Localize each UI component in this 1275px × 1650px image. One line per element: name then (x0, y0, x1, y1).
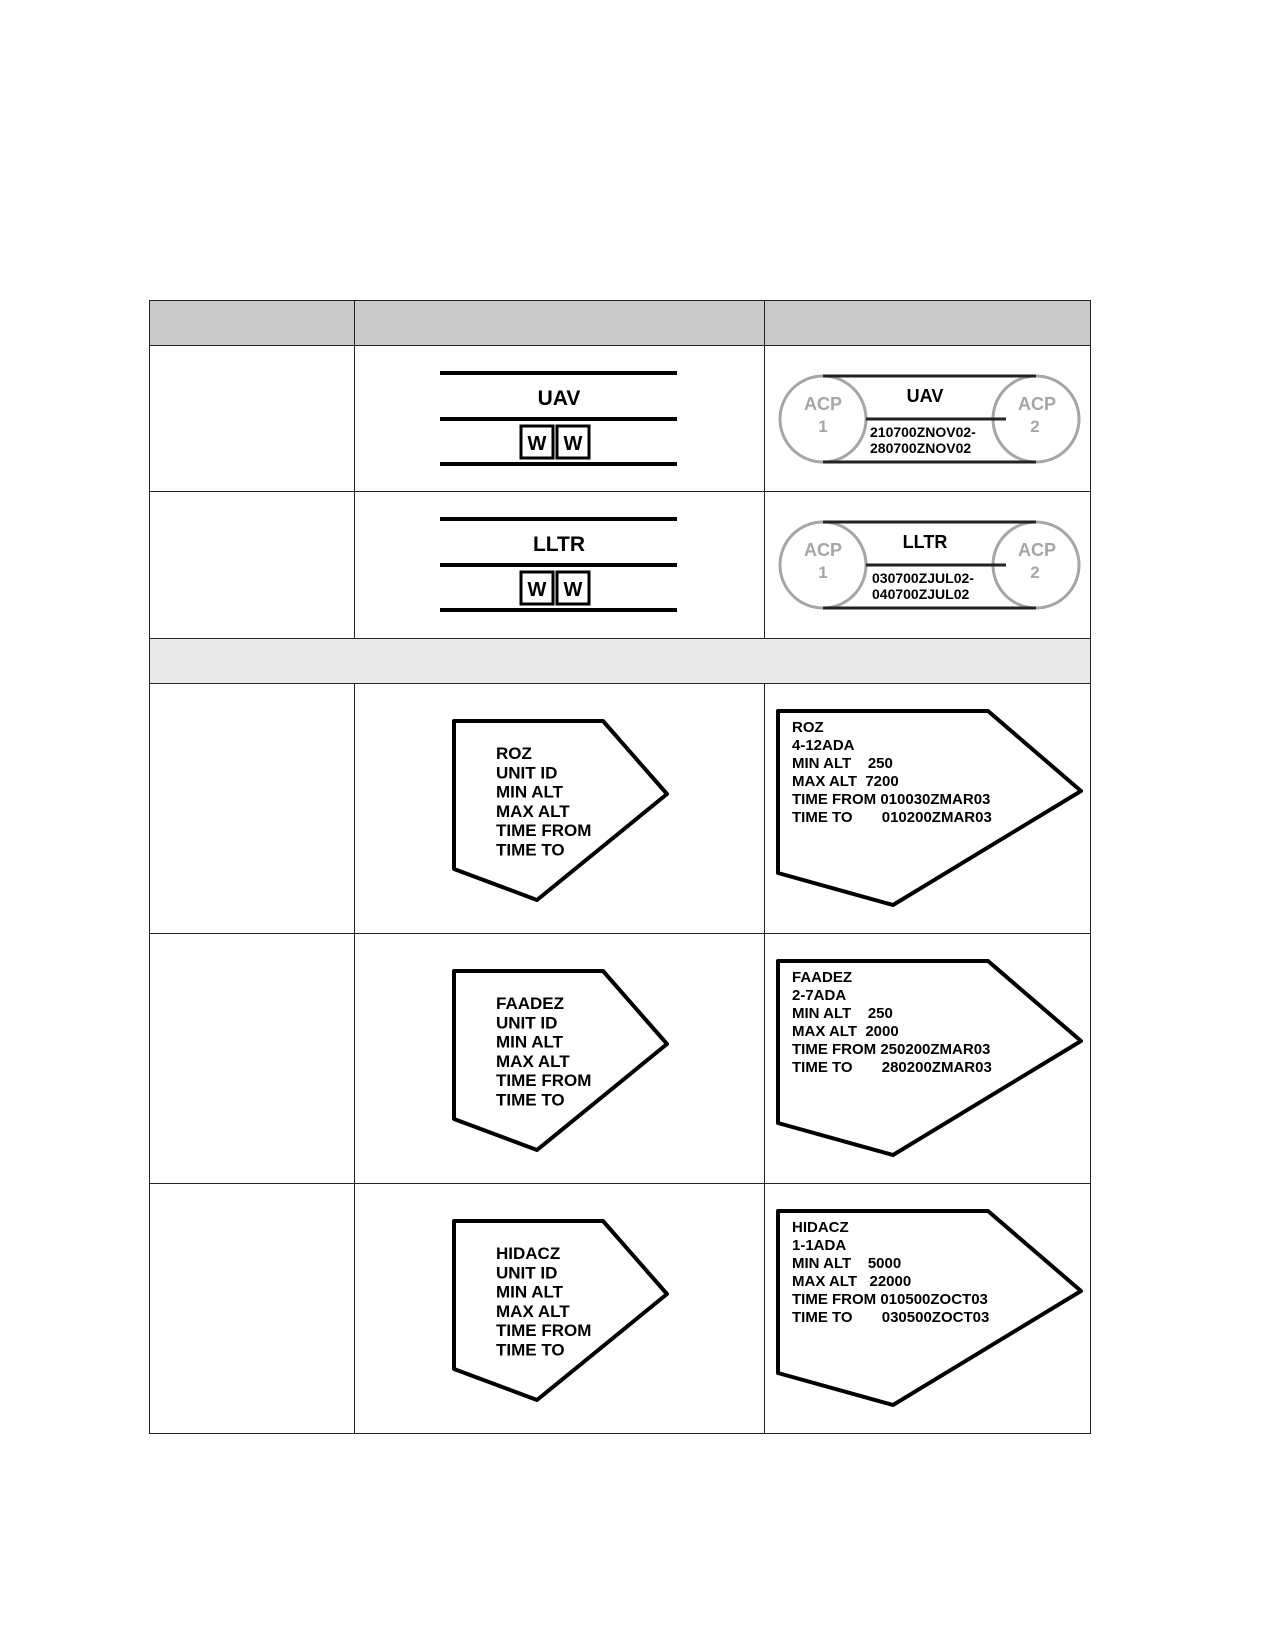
zone-outline (452, 969, 669, 1152)
zone-example-line: MIN ALT 250 (792, 755, 893, 772)
corridor-example-uav: ACP 1 ACP 2 UAV 210700ZNOV02- 280700ZNOV… (778, 374, 1081, 464)
acp-number: 2 (1030, 563, 1039, 582)
acp-label: ACP (804, 394, 842, 414)
zone-template-line: MIN ALT (496, 1033, 564, 1052)
zone-example-line: HIDACZ (792, 1219, 849, 1236)
zone-example-line: TIME FROM 010500ZOCT03 (792, 1291, 988, 1308)
weapons-status-letter: W (564, 433, 583, 455)
zone-example-line: FAADEZ (792, 969, 852, 986)
table-border-section-bottom (149, 683, 1091, 684)
zone-template-line: MIN ALT (496, 783, 564, 802)
corridor-time-from: 030700ZJUL02- (872, 570, 974, 586)
acp-number: 2 (1030, 417, 1039, 436)
corridor-symbol-uav: UAV W W (440, 371, 677, 466)
corridor-time-to: 280700ZNOV02 (870, 440, 971, 456)
acp-label: ACP (804, 540, 842, 560)
zone-template-line: MAX ALT (496, 802, 570, 821)
zone-template-line: TIME FROM (496, 1321, 591, 1340)
weapons-box (519, 570, 555, 606)
zone-template-line: FAADEZ (496, 994, 564, 1013)
zone-example-line: MIN ALT 5000 (792, 1255, 901, 1272)
zone-example-line: MAX ALT 7200 (792, 773, 899, 790)
zone-example-line: 2-7ADA (792, 987, 846, 1004)
zone-example-line: TIME FROM 010030ZMAR03 (792, 791, 990, 808)
zone-template-line: TIME TO (496, 1341, 565, 1360)
corridor-name: UAV (538, 387, 581, 410)
acp-label: ACP (1018, 394, 1056, 414)
zone-template-line: TIME FROM (496, 821, 591, 840)
zone-template-line: TIME FROM (496, 1071, 591, 1090)
zone-template-line: HIDACZ (496, 1244, 560, 1263)
zone-template-line: TIME TO (496, 1091, 565, 1110)
table-border-right (1090, 300, 1091, 1434)
zone-example-line: 4-12ADA (792, 737, 855, 754)
table-border-row1-bottom (149, 491, 1091, 492)
zone-outline (776, 1209, 1083, 1407)
zone-template-line: TIME TO (496, 841, 565, 860)
zone-outline (452, 719, 669, 902)
corridor-name: LLTR (533, 533, 585, 556)
table-header-row (149, 300, 1090, 345)
table-border-row2-bottom (149, 638, 1091, 639)
zone-template-line: UNIT ID (496, 1263, 557, 1282)
corridor-time-to: 040700ZJUL02 (872, 586, 970, 602)
zone-outline (452, 1219, 669, 1402)
zone-template-line: ROZ (496, 744, 532, 763)
acp-number: 1 (818, 417, 827, 436)
weapons-status-letter: W (528, 433, 547, 455)
zone-template-line: MAX ALT (496, 1052, 570, 1071)
corridor-name: LLTR (903, 532, 948, 552)
zone-example-line: 1-1ADA (792, 1237, 846, 1254)
zone-template-line: MAX ALT (496, 1302, 570, 1321)
zone-example-line: ROZ (792, 719, 824, 736)
corridor-example-lltr: ACP 1 ACP 2 LLTR 030700ZJUL02- 040700ZJU… (778, 520, 1081, 610)
zone-template-line: UNIT ID (496, 1013, 557, 1032)
table-border-header-bottom (149, 345, 1091, 346)
table-border-col1 (354, 300, 355, 638)
zone-example-line: TIME FROM 250200ZMAR03 (792, 1041, 990, 1058)
table-border-col1-lower (354, 683, 355, 1434)
weapons-status-letter: W (528, 579, 547, 601)
corridor-name: UAV (907, 386, 944, 406)
acp-number: 1 (818, 563, 827, 582)
weapons-status-letter: W (564, 579, 583, 601)
table-border-bottom (149, 1433, 1091, 1434)
zone-example-line: TIME TO 280200ZMAR03 (792, 1059, 992, 1076)
zone-example-line: MAX ALT 2000 (792, 1023, 899, 1040)
weapons-box (519, 424, 555, 460)
table-border-top (149, 300, 1091, 301)
zone-example-line: TIME TO 030500ZOCT03 (792, 1309, 989, 1326)
table-border-left (149, 300, 150, 1434)
corridor-time-from: 210700ZNOV02- (870, 424, 976, 440)
corridor-symbol-lltr: LLTR W W (440, 517, 677, 612)
acp-label: ACP (1018, 540, 1056, 560)
table-border-row4-bottom (149, 1183, 1091, 1184)
zone-example-line: MAX ALT 22000 (792, 1273, 911, 1290)
zone-template-line: MIN ALT (496, 1283, 564, 1302)
weapons-box (555, 424, 591, 460)
table-border-row3-bottom (149, 933, 1091, 934)
zone-outline (776, 709, 1083, 907)
zone-outline (776, 959, 1083, 1157)
zone-template-line: UNIT ID (496, 763, 557, 782)
table-section-row (149, 638, 1090, 683)
table-border-col2 (764, 300, 765, 638)
weapons-box (555, 570, 591, 606)
zone-example-line: TIME TO 010200ZMAR03 (792, 809, 992, 826)
zone-example-line: MIN ALT 250 (792, 1005, 893, 1022)
table-border-col2-lower (764, 683, 765, 1434)
